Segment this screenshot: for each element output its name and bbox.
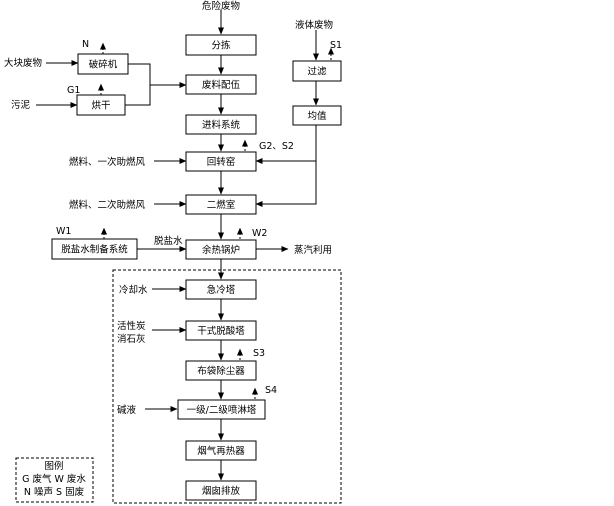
legend-line-1: G 废气 W 废水 <box>22 473 86 485</box>
slaked-lime-label: 消石灰 <box>117 333 146 345</box>
emission-s3-label: S3 <box>253 348 265 359</box>
bag-filter-box: 布袋除尘器 <box>185 360 257 381</box>
emission-s4-label: S4 <box>265 385 277 396</box>
kiln-label: 回转窑 <box>207 156 236 168</box>
stack-box: 烟囱排放 <box>185 480 257 501</box>
dry-deacid-tower-label: 干式脱酸塔 <box>197 325 245 337</box>
crusher-label: 破碎机 <box>89 59 118 71</box>
waste-heat-boiler-box: 余热锅炉 <box>185 239 257 260</box>
feeding-label: 进料系统 <box>202 119 241 131</box>
secondary-chamber-box: 二燃室 <box>185 194 257 215</box>
emission-w1-label: W1 <box>56 226 71 237</box>
activated-carbon-label: 活性炭 <box>117 320 146 332</box>
cooling-water-label: 冷却水 <box>119 284 148 296</box>
desalted-water-system-label: 脱盐水制备系统 <box>61 244 128 256</box>
arrow-crusher-to-blending <box>128 63 187 89</box>
blending-box: 废料配伍 <box>185 74 257 95</box>
filter-label: 过滤 <box>307 66 327 78</box>
flue-gas-treatment-region <box>112 269 342 504</box>
flue-gas-reheater-box: 烟气再热器 <box>185 440 257 461</box>
crusher-box: 破碎机 <box>77 53 129 75</box>
quench-tower-label: 急冷塔 <box>207 284 236 296</box>
waste-heat-boiler-label: 余热锅炉 <box>202 244 240 256</box>
dryer-label: 烘干 <box>91 100 110 112</box>
quench-tower-box: 急冷塔 <box>185 279 257 300</box>
flue-gas-reheater-label: 烟气再热器 <box>197 445 245 457</box>
steam-use-label: 蒸汽利用 <box>294 244 332 256</box>
emission-w2-label: W2 <box>252 228 267 239</box>
line-dryer-to-blending <box>125 85 151 106</box>
homogenize-label: 均值 <box>307 110 327 122</box>
spray-tower-label: 一级/二级喷淋塔 <box>187 404 257 416</box>
bulk-waste-label: 大块废物 <box>4 57 43 69</box>
emission-s1-label: S1 <box>330 40 342 51</box>
legend-title: 图例 <box>44 460 63 472</box>
emission-g2s2-label: G2、S2 <box>259 141 294 152</box>
homogenize-box: 均值 <box>292 105 342 126</box>
fuel-air-primary-label: 燃料、一次助燃风 <box>69 156 146 168</box>
legend-line-2: N 噪声 S 固废 <box>24 486 85 498</box>
fuel-air-secondary-label: 燃料、二次助燃风 <box>69 199 146 211</box>
desalted-water-system-box: 脱盐水制备系统 <box>51 238 138 260</box>
dryer-box: 烘干 <box>76 94 126 116</box>
emission-g1-label: G1 <box>67 85 80 96</box>
kiln-box: 回转窑 <box>185 151 257 172</box>
desalted-water-label: 脱盐水 <box>154 235 183 247</box>
liquid-waste-label: 液体废物 <box>295 19 334 31</box>
sludge-label: 污泥 <box>11 99 31 111</box>
legend-frame <box>15 457 94 503</box>
dry-deacid-tower-box: 干式脱酸塔 <box>185 320 257 341</box>
emission-n-label: N <box>82 39 89 50</box>
blending-label: 废料配伍 <box>202 79 241 91</box>
filter-box: 过滤 <box>292 60 342 82</box>
hazardous-waste-label: 危险废物 <box>202 0 241 12</box>
sorting-label: 分拣 <box>211 40 231 52</box>
stack-label: 烟囱排放 <box>202 485 241 497</box>
alkali-label: 碱液 <box>117 404 137 416</box>
spray-tower-box: 一级/二级喷淋塔 <box>177 399 266 420</box>
arrow-homogenize-to-secondary <box>255 161 317 208</box>
secondary-chamber-label: 二燃室 <box>207 199 236 211</box>
feeding-box: 进料系统 <box>185 114 257 135</box>
sorting-box: 分拣 <box>185 34 257 56</box>
bag-filter-label: 布袋除尘器 <box>197 365 245 377</box>
